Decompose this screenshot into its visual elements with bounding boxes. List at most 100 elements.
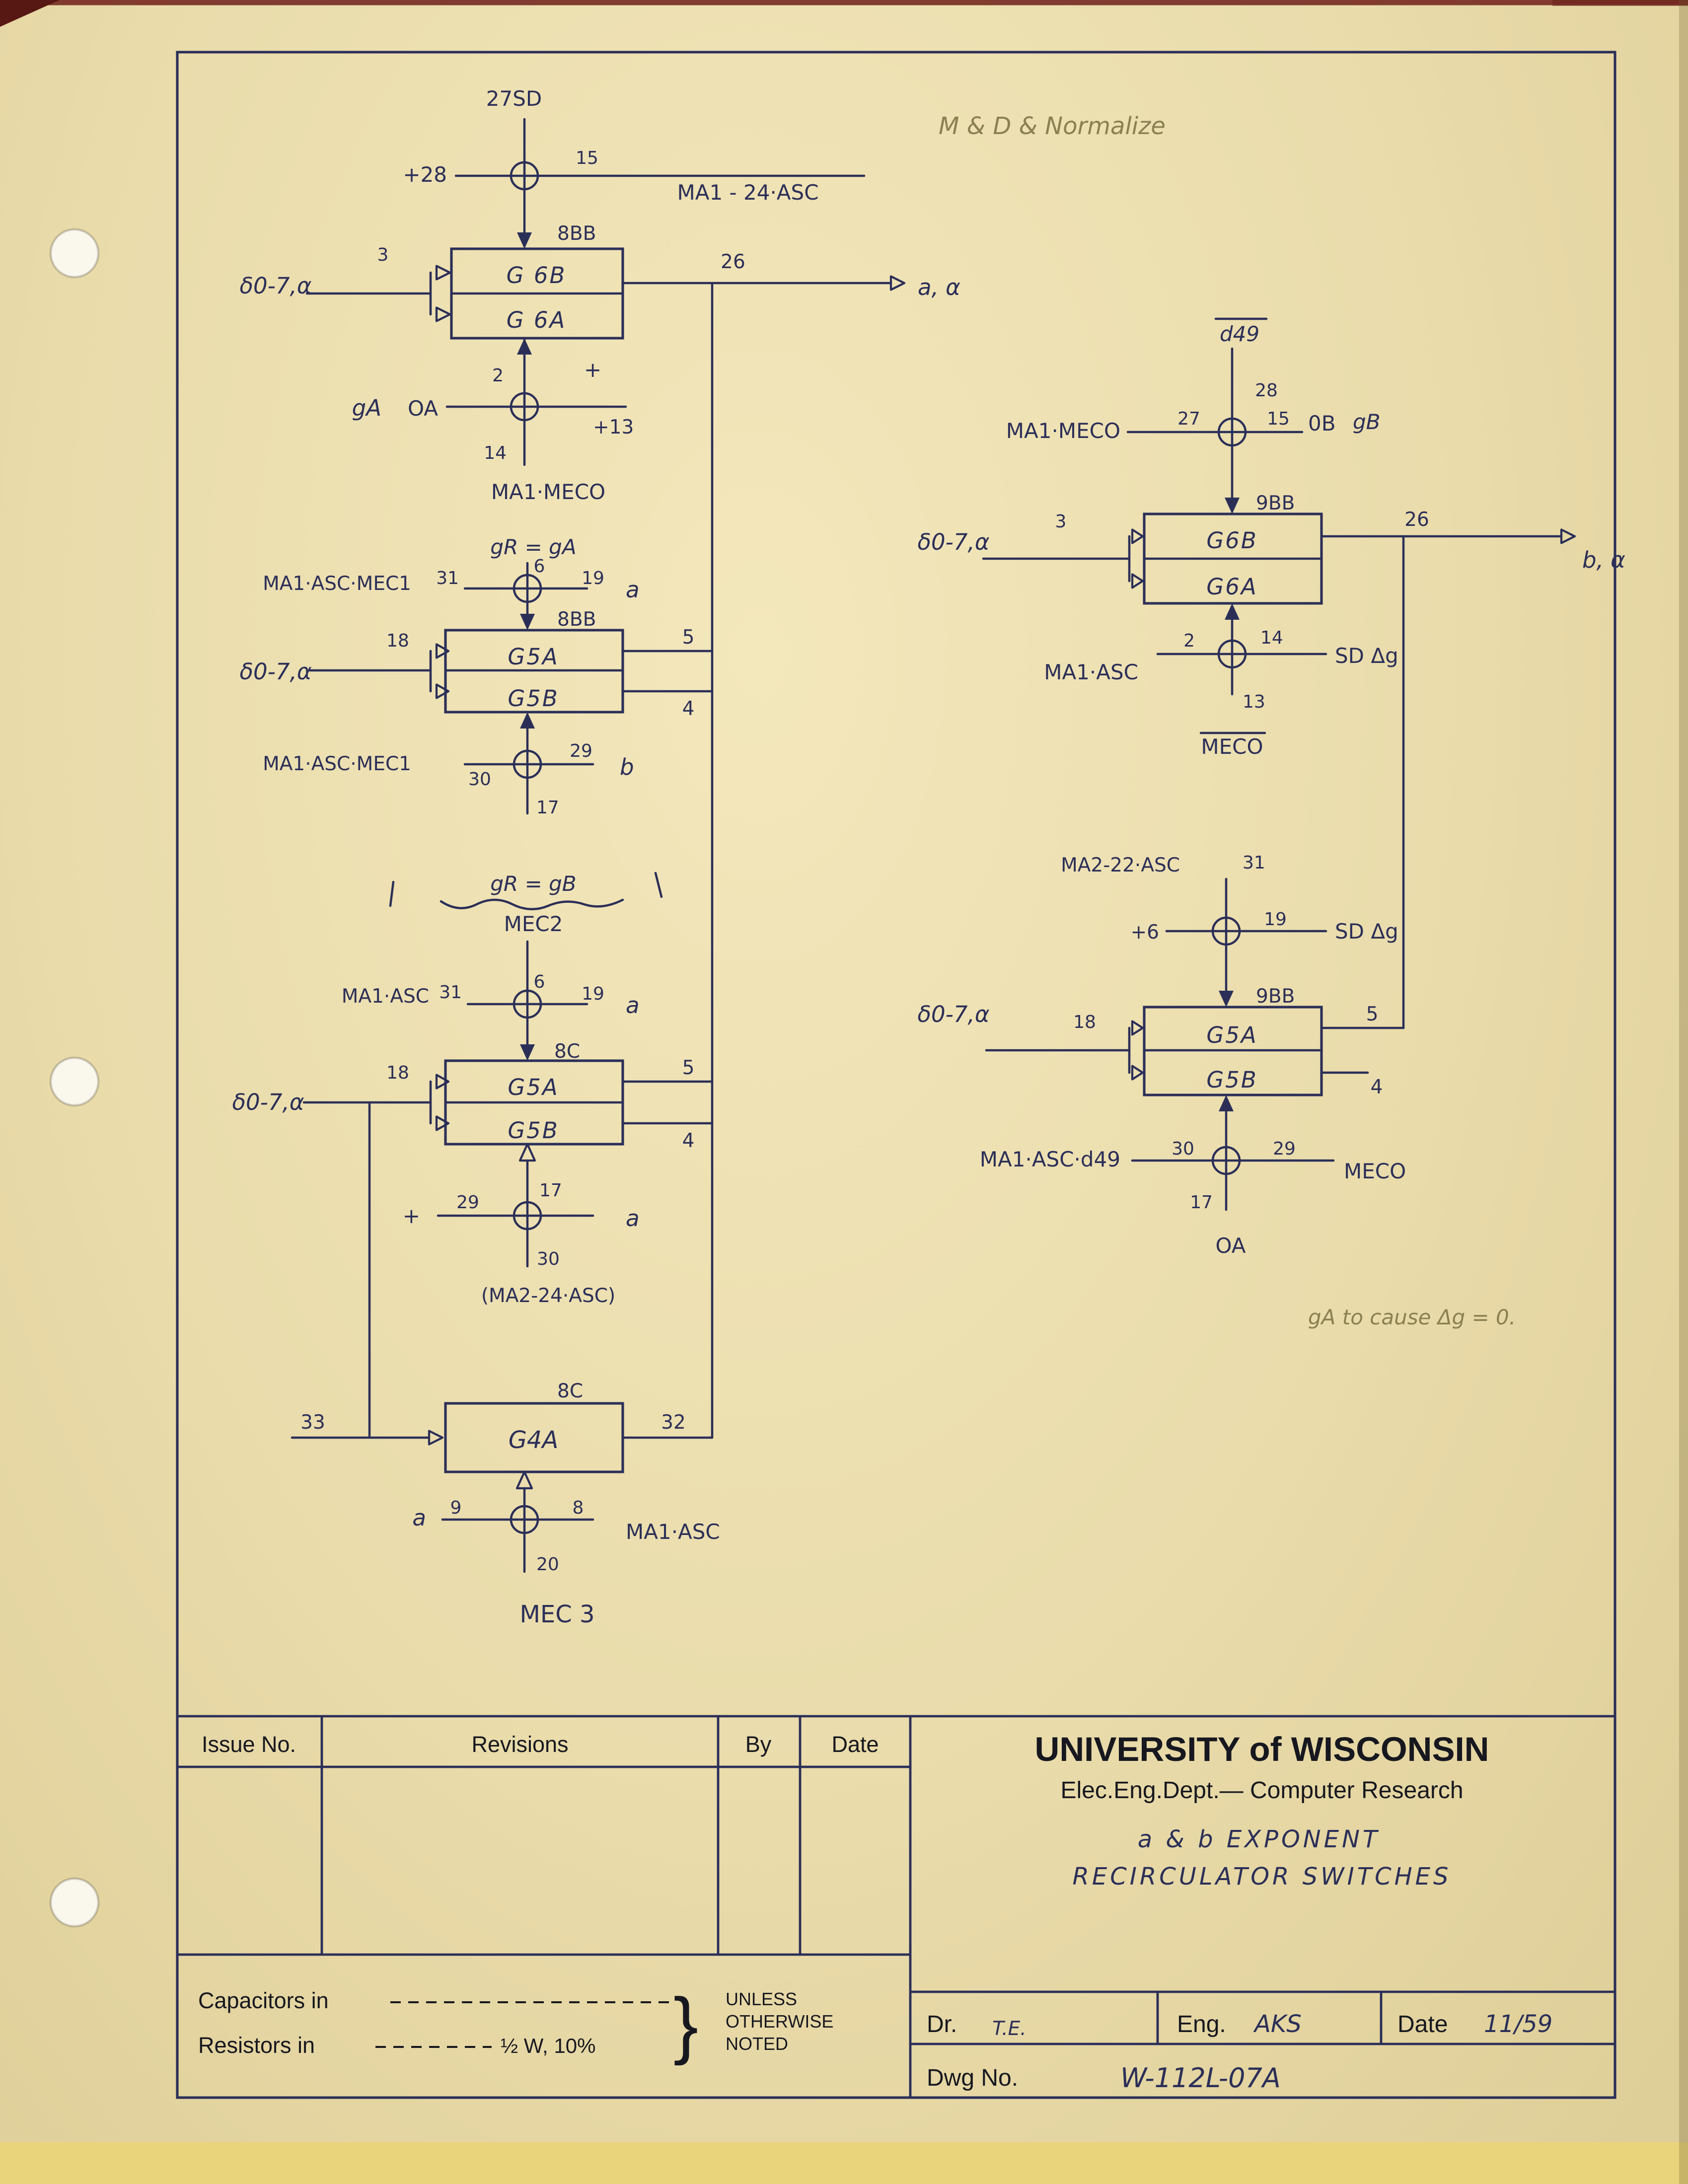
- lm2-plus-sign: +: [403, 1204, 420, 1228]
- lm1-label-ma1-asc-mec1: MA1·ASC·MEC1: [263, 573, 411, 595]
- lt-signal-oa: OA: [408, 396, 438, 421]
- lb-label-ma1-asc: MA1·ASC: [626, 1520, 720, 1544]
- pencil-note-delta-g: gA to cause Δg = 0.: [1308, 1305, 1516, 1329]
- lm1-gate-g5a: G5A: [508, 644, 559, 670]
- lm2-label-ma1-asc: MA1·ASC: [342, 985, 429, 1008]
- lm2-pin-6: 6: [534, 972, 545, 992]
- unless-line1: UNLESS: [726, 1989, 797, 2009]
- dwg-no-value: W-112L-07A: [1120, 2062, 1281, 2094]
- rt-pin-14: 14: [1260, 628, 1283, 648]
- col-revisions: Revisions: [471, 1732, 568, 1757]
- university-name: UNIVERSITY of WISCONSIN: [1035, 1730, 1489, 1768]
- lt-pin-26: 26: [721, 251, 745, 273]
- rt-pin-3: 3: [1055, 511, 1067, 532]
- lm2-pin-17: 17: [539, 1180, 562, 1201]
- lb-pin-20: 20: [536, 1554, 559, 1575]
- lm2-pin-18: 18: [386, 1063, 409, 1083]
- lm1-signal-a: a: [626, 577, 640, 603]
- lb-label-mec3: MEC 3: [519, 1601, 594, 1628]
- rt-pin-2: 2: [1183, 631, 1195, 651]
- department-line: Elec.Eng.Dept.— Computer Research: [1060, 1777, 1463, 1804]
- rt-gate-g6a: G6A: [1206, 574, 1257, 600]
- lm1-pin-6: 6: [534, 556, 545, 577]
- rt-gate-g6b: G6B: [1206, 527, 1257, 554]
- rb-pin-17: 17: [1190, 1192, 1213, 1213]
- rb-pin-31: 31: [1243, 853, 1265, 873]
- lm1-gate-g5b: G5B: [508, 685, 559, 712]
- unless-line3: NOTED: [726, 2034, 788, 2054]
- unless-line2: OTHERWISE: [726, 2011, 833, 2032]
- lt-pin-13: +13: [593, 416, 634, 438]
- input-arrow: [1131, 528, 1144, 544]
- input-arrow: [428, 1430, 444, 1446]
- lm2-gate-tag-8c: 8C: [554, 1040, 580, 1063]
- rt-pin-27: 27: [1177, 409, 1200, 429]
- lb-pin-32: 32: [661, 1411, 686, 1434]
- lt-pin-2: 2: [492, 365, 504, 386]
- rb-pin-19: 19: [1264, 909, 1287, 930]
- input-arrow: [435, 1115, 450, 1131]
- left-middle-gr-ga: gR = gA MA1·ASC·MEC1 31 6 19 a 8BB G5A G…: [240, 535, 714, 818]
- lm2-label-ma2-24-asc: (MA2-24·ASC): [481, 1285, 615, 1307]
- engineer-label: Eng.: [1177, 2011, 1226, 2038]
- rb-label-sd-dg: SD Δg: [1335, 919, 1398, 944]
- date-value: 11/59: [1484, 2010, 1552, 2038]
- down-arrow: [520, 1044, 535, 1061]
- date-label: Date: [1397, 2011, 1448, 2038]
- up-arrow: [1219, 1095, 1234, 1111]
- lm1-pin-17: 17: [536, 798, 559, 818]
- open-up-arrow: [518, 1143, 536, 1162]
- lm1-label-ma1-asc-mec1-2: MA1·ASC·MEC1: [263, 753, 411, 775]
- lm2-input-delta: δ0-7,α: [232, 1089, 304, 1115]
- input-arrow: [1131, 573, 1144, 589]
- lb-pin-9: 9: [450, 1498, 462, 1518]
- pencil-note-top: M & D & Normalize: [939, 112, 1166, 140]
- bottom-strip: [0, 2142, 1688, 2184]
- rb-signal-oa: OA: [1215, 1234, 1246, 1258]
- tolerance-note: ½ W, 10%: [501, 2034, 595, 2057]
- lb-gate-tag-8c: 8C: [557, 1380, 583, 1402]
- corner-mark: [0, 0, 60, 27]
- lt-output-a-alpha: a, α: [918, 274, 960, 300]
- rt-gate-tag-9bb: 9BB: [1256, 492, 1295, 514]
- brace: }: [673, 1982, 698, 2066]
- col-by: By: [745, 1732, 772, 1757]
- lt-input-delta: δ0-7,α: [240, 273, 312, 299]
- input-arrow: [1131, 1020, 1144, 1036]
- rt-pin-26: 26: [1404, 509, 1429, 531]
- punch-hole: [49, 228, 100, 279]
- dwg-no-label: Dwg No.: [927, 2065, 1018, 2091]
- punch-hole: [49, 1877, 100, 1928]
- rb-pin-30: 30: [1172, 1139, 1194, 1159]
- lm1-pin-31: 31: [436, 568, 459, 588]
- down-arrow: [1225, 498, 1240, 514]
- lt-signal-plus28: +28: [403, 162, 447, 187]
- lt-overbar-ma1-24-asc: MA1 - 24·ASC: [677, 180, 818, 205]
- lb-pin-33: 33: [300, 1411, 325, 1434]
- left-top-recirculator: 27SD +28 15 MA1 - 24·ASC 8BB G 6B G 6A 3…: [240, 86, 960, 1439]
- drawing-frame: [176, 51, 1616, 2099]
- rt-signal-0b: 0B: [1308, 411, 1336, 436]
- drafter-value: T.E.: [992, 2018, 1027, 2040]
- lt-pin-3: 3: [377, 245, 389, 265]
- lm2-header-gr-gb: gR = gB: [490, 872, 576, 896]
- lt-signal-ga: gA: [352, 395, 381, 421]
- input-arrow: [435, 683, 450, 699]
- rb-gate-g5b: G5B: [1206, 1067, 1257, 1093]
- rt-label-sd-dg: SD Δg: [1335, 644, 1398, 668]
- lt-plus-sign: +: [584, 358, 601, 382]
- lt-label-ma1-meco: MA1·MECO: [491, 480, 605, 504]
- lm1-pin-18: 18: [386, 631, 409, 651]
- rt-label-ma1-meco: MA1·MECO: [1006, 419, 1120, 443]
- lm2-signal-a2: a: [626, 1205, 640, 1232]
- lm2-label-mec2: MEC2: [504, 912, 563, 936]
- lt-gate-tag-8bb: 8BB: [557, 222, 596, 245]
- lm2-pin-19: 19: [582, 984, 604, 1004]
- left-middle-gr-gb: gR = gB MEC2 MA1·ASC 31 6 19 a 8C G5A G5…: [232, 872, 714, 1439]
- wavy-underline: [440, 898, 624, 911]
- rt-input-delta: δ0-7,α: [918, 529, 990, 555]
- rb-pin-18: 18: [1073, 1012, 1096, 1032]
- lm1-signal-b: b: [620, 754, 634, 780]
- lt-gate-g6b: G 6B: [507, 262, 567, 289]
